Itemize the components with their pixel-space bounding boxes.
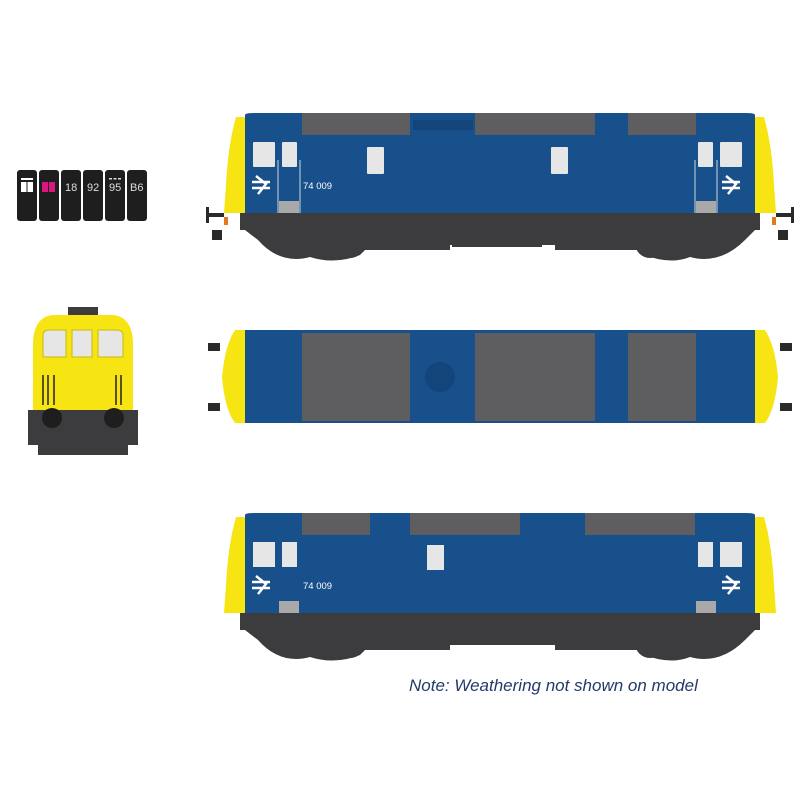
cab-end-right xyxy=(755,117,776,213)
br-logo-icon xyxy=(252,575,740,595)
headcode-tile-2 xyxy=(39,170,59,221)
underframe xyxy=(240,210,760,261)
headcode-tile-3: 18 xyxy=(61,170,81,221)
loco-number: 74 009 xyxy=(303,581,332,592)
side-elevation-1: 74 009 xyxy=(200,105,800,265)
headcode-tile-5: 95 xyxy=(105,170,125,221)
hoses xyxy=(42,375,122,405)
headcode-digits: 18 xyxy=(65,182,77,194)
body-side xyxy=(245,113,755,213)
br-logo-icon xyxy=(722,175,740,195)
headcode-tile-1 xyxy=(17,170,37,221)
roof-plan xyxy=(200,325,800,430)
br-logo-icon xyxy=(252,175,270,195)
headcode-digits: 95 xyxy=(109,182,121,194)
headcode-panel: 18 92 95 B6 xyxy=(17,170,153,222)
headcode-tile-4: 92 xyxy=(83,170,103,221)
side-elevation-2: 74 009 xyxy=(200,505,800,665)
grille xyxy=(413,120,473,130)
loco-number: 74 009 xyxy=(303,181,332,192)
headcode-digits: 92 xyxy=(87,182,99,194)
windows xyxy=(253,142,742,174)
buffer-left xyxy=(42,408,62,428)
windscreens xyxy=(42,329,124,358)
buffer-right xyxy=(776,207,794,240)
buffer-right xyxy=(104,408,124,428)
buffer-left xyxy=(206,207,224,240)
headcode-digits: B6 xyxy=(130,182,143,194)
lamp-right xyxy=(772,217,776,225)
headcode-tile-6: B6 xyxy=(127,170,147,221)
step-right xyxy=(696,201,716,213)
roof-panels xyxy=(302,113,696,135)
cab-end-left xyxy=(224,117,245,213)
roof-panels xyxy=(302,333,696,421)
doors xyxy=(277,160,718,213)
weathering-note: Note: Weathering not shown on model xyxy=(409,676,698,695)
step-left xyxy=(279,201,299,213)
roof-fan xyxy=(425,362,455,392)
lamp-left xyxy=(224,217,228,225)
end-elevation xyxy=(28,305,138,465)
